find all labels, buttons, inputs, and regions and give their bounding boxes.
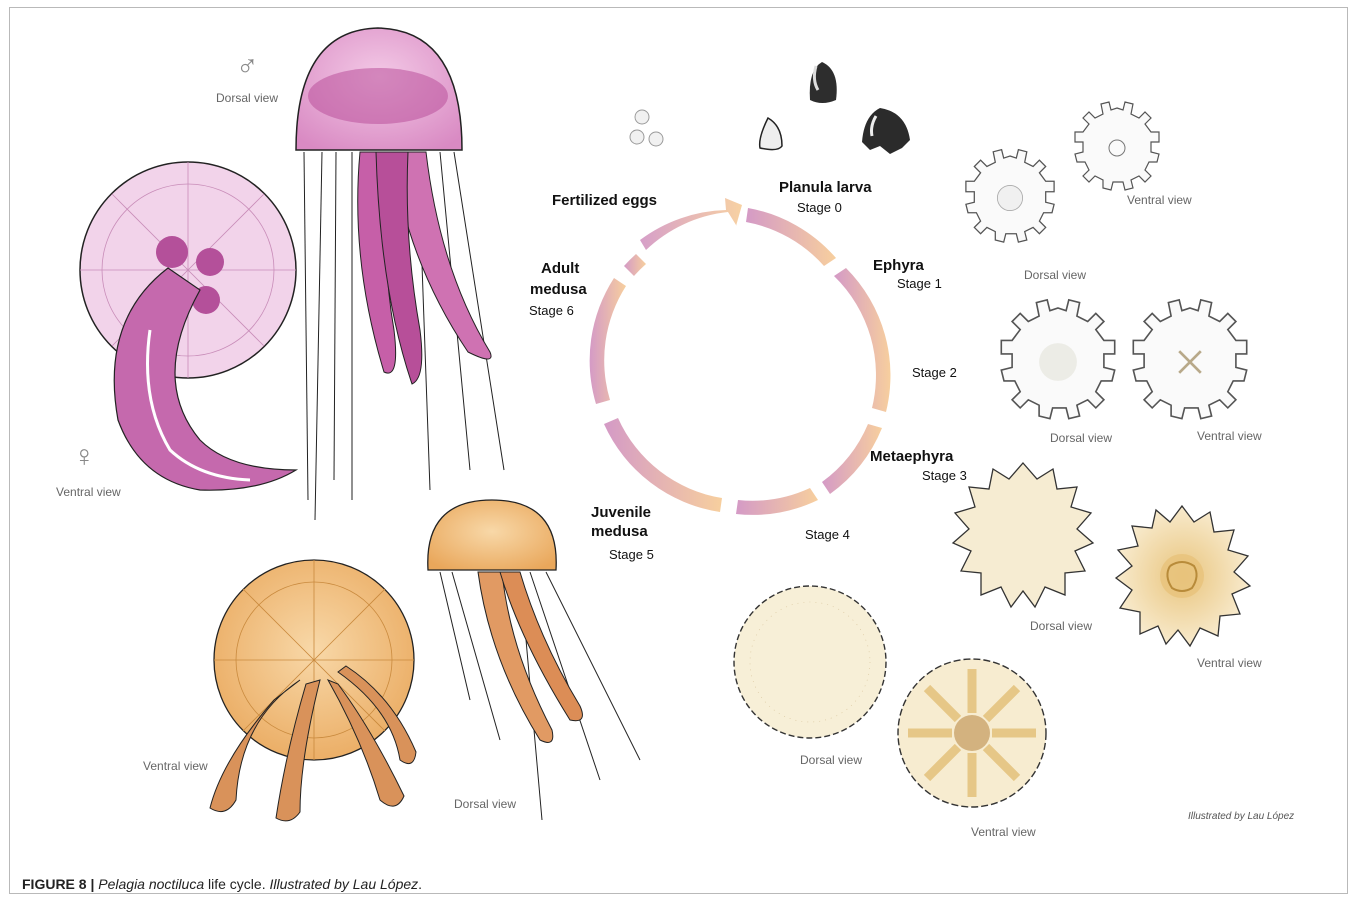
- planula-larva-title: Planula larva: [779, 179, 872, 196]
- ring-segment-stage3-to-stage4: [736, 488, 818, 515]
- caption-end: .: [418, 876, 422, 892]
- fertilized-eggs-drawing: [630, 110, 663, 146]
- stage4-ventral-drawing: [898, 659, 1046, 807]
- ephyra-dorsal-drawing: [966, 150, 1054, 242]
- metaephyra-title: Metaephyra: [870, 448, 953, 465]
- stage4-dorsal-view-label: Dorsal view: [800, 753, 862, 767]
- stage3-ventral-view-label: Ventral view: [1197, 656, 1262, 670]
- male-symbol: ♂: [236, 52, 259, 82]
- ephyra-ventral-view-label: Ventral view: [1127, 193, 1192, 207]
- female-symbol: ♀: [73, 442, 96, 472]
- juvenile-title-line2: medusa: [591, 523, 648, 540]
- metaephyra-dorsal-drawing: [953, 463, 1093, 607]
- ephyra-stage-number: Stage 1: [897, 276, 942, 291]
- juvenile-ventral-view-label: Ventral view: [143, 759, 208, 773]
- planula-larva-drawing: [760, 62, 910, 154]
- adult-title-line1: Adult: [541, 260, 579, 277]
- stage4-ventral-view-label: Ventral view: [971, 825, 1036, 839]
- juvenile-stage-number: Stage 5: [609, 547, 654, 562]
- stage2-dorsal-drawing: [1001, 300, 1114, 419]
- adult-male-dorsal-view-label: Dorsal view: [216, 91, 278, 105]
- cycle-ring: [590, 198, 891, 515]
- adult-stage-number: Stage 6: [529, 303, 574, 318]
- ring-segment-juvenile-to-adult: [590, 278, 626, 404]
- caption-text: life cycle.: [204, 876, 269, 892]
- stage4-dorsal-drawing: [734, 586, 886, 738]
- ephyra-ventral-drawing: [1075, 102, 1159, 190]
- metaephyra-ventral-drawing: [1116, 506, 1250, 646]
- fertilized-eggs-title: Fertilized eggs: [552, 192, 657, 209]
- juvenile-ventral-drawing: [210, 560, 416, 821]
- metaephyra-stage-number: Stage 3: [922, 468, 967, 483]
- adult-female-ventral-drawing: [80, 162, 296, 490]
- stage4-number: Stage 4: [805, 527, 850, 542]
- planula-stage-number: Stage 0: [797, 200, 842, 215]
- stage3-dorsal-view-label: Dorsal view: [1030, 619, 1092, 633]
- ephyra-title: Ephyra: [873, 257, 924, 274]
- figure-label: FIGURE 8 |: [22, 876, 94, 892]
- ring-segment-ephyra-to-stage2: [834, 268, 890, 412]
- species-name: Pelagia noctiluca: [98, 876, 204, 892]
- ring-segment-stage4-to-juvenile: [604, 418, 722, 512]
- stage2-ventral-drawing: [1133, 300, 1246, 419]
- ring-segment-planula-to-ephyra: [746, 208, 836, 266]
- juvenile-title-line1: Juvenile: [591, 504, 651, 521]
- ring-segment-adult-to-eggs: [624, 254, 646, 276]
- ephyra-dorsal-view-label: Dorsal view: [1024, 268, 1086, 282]
- caption-credit: Illustrated by Lau López: [269, 876, 418, 892]
- juvenile-dorsal-view-label: Dorsal view: [454, 797, 516, 811]
- illustrator-credit: Illustrated by Lau López: [1188, 811, 1294, 822]
- stage2-number: Stage 2: [912, 365, 957, 380]
- adult-male-dorsal-drawing: [296, 28, 504, 520]
- stage2-dorsal-view-label: Dorsal view: [1050, 431, 1112, 445]
- adult-title-line2: medusa: [530, 281, 587, 298]
- stage2-ventral-view-label: Ventral view: [1197, 429, 1262, 443]
- adult-female-ventral-view-label: Ventral view: [56, 485, 121, 499]
- figure-caption: FIGURE 8 | Pelagia noctiluca life cycle.…: [22, 876, 422, 892]
